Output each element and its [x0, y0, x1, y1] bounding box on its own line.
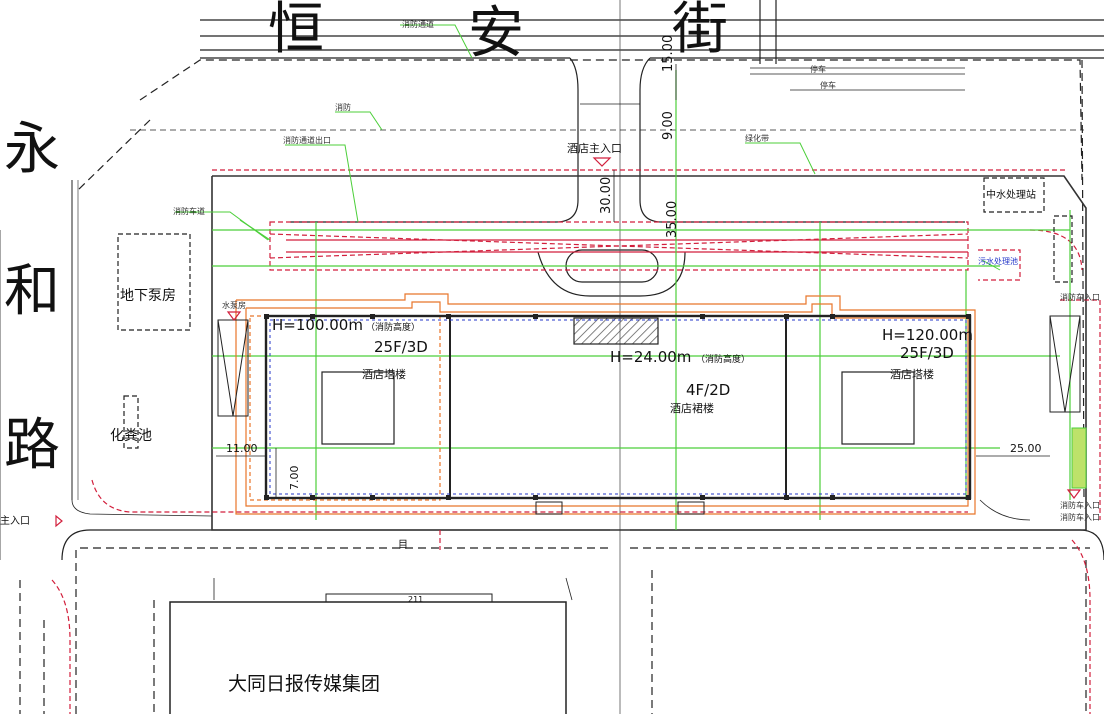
- podium-name: 酒店裙楼: [670, 401, 714, 415]
- road-char-yong: 永: [4, 117, 60, 182]
- annotation-greenery: 绿化带: [745, 133, 769, 143]
- septic-tank-label: 化粪池: [110, 428, 152, 444]
- dim-11: 11.00: [226, 442, 258, 455]
- dim-7: 7.00: [288, 466, 301, 491]
- side-gates: [217, 315, 1087, 489]
- red-solid-lines: [286, 239, 968, 253]
- mark-mu: 目: [398, 540, 408, 551]
- facility-boxes: [117, 177, 1073, 449]
- road-char-heng: 恒: [268, 0, 324, 62]
- pump-room-label: 地下泵房: [120, 288, 176, 304]
- site-boundary: [211, 175, 1087, 531]
- road-name-north: 恒 安 街: [268, 0, 728, 66]
- red-dashed-lines: [51, 169, 1101, 714]
- road-name-west: 永 和 路: [4, 117, 60, 478]
- newspaper-building: [169, 577, 573, 714]
- dim-15: 15.00: [661, 35, 676, 72]
- podium-floors: 4F/2D: [686, 381, 730, 399]
- buildings: [264, 314, 972, 515]
- annotation-top: 消防通道: [402, 19, 434, 29]
- dimension-lines: [216, 64, 1050, 498]
- road-char-an: 安: [468, 1, 524, 66]
- annotation-parking2: 停车: [820, 80, 836, 90]
- west-tower-height: H=100.00m: [272, 316, 363, 334]
- podium-height-note: （消防高度）: [696, 353, 750, 365]
- dim-25: 25.00: [1010, 442, 1042, 455]
- newspaper-group-label: 大同日报传媒集团: [228, 673, 380, 695]
- sewage-pool-label: 污水处理池: [978, 256, 1018, 266]
- annotation-fire-road: 消防: [335, 102, 351, 112]
- annotation-mark2: 消防车入口: [1060, 292, 1100, 302]
- leader-lines: [175, 24, 1001, 271]
- mark-211: 211: [408, 595, 423, 604]
- road-char-jie: 街: [672, 0, 728, 62]
- east-tower-name: 酒店塔楼: [890, 367, 934, 381]
- dim-9: 9.00: [661, 111, 676, 140]
- annotation-access: 消防车道: [173, 206, 205, 216]
- east-tower-height: H=120.00m: [882, 326, 973, 344]
- entrance-markers: [55, 157, 1082, 528]
- hotel-main-entrance-label: 酒店主入口: [567, 141, 622, 155]
- annotation-mark4: 消防车入口: [1060, 512, 1100, 522]
- road-char-he: 和: [4, 259, 60, 324]
- water-treatment-label: 中水处理站: [986, 188, 1036, 201]
- blue-dashed-lines: [269, 319, 967, 495]
- dim-30: 30.00: [599, 177, 614, 214]
- annotation-lane: 消防通道出口: [283, 135, 331, 145]
- road-char-lu: 路: [4, 413, 60, 478]
- east-tower-floors: 25F/3D: [900, 344, 954, 362]
- podium-height: H=24.00m: [610, 348, 691, 366]
- annotation-mark1: 水泵房: [222, 300, 246, 310]
- west-tower-name: 酒店塔楼: [362, 367, 406, 381]
- annotation-parking1: 停车: [810, 64, 826, 74]
- west-tower-height-note: （消防高度）: [366, 321, 420, 333]
- west-tower-floors: 25F/3D: [374, 338, 428, 356]
- dim-35: 35.00: [665, 201, 680, 238]
- side-entrance-label: 主入口: [0, 515, 30, 527]
- annotation-mark3: 消防车入口: [1060, 500, 1100, 510]
